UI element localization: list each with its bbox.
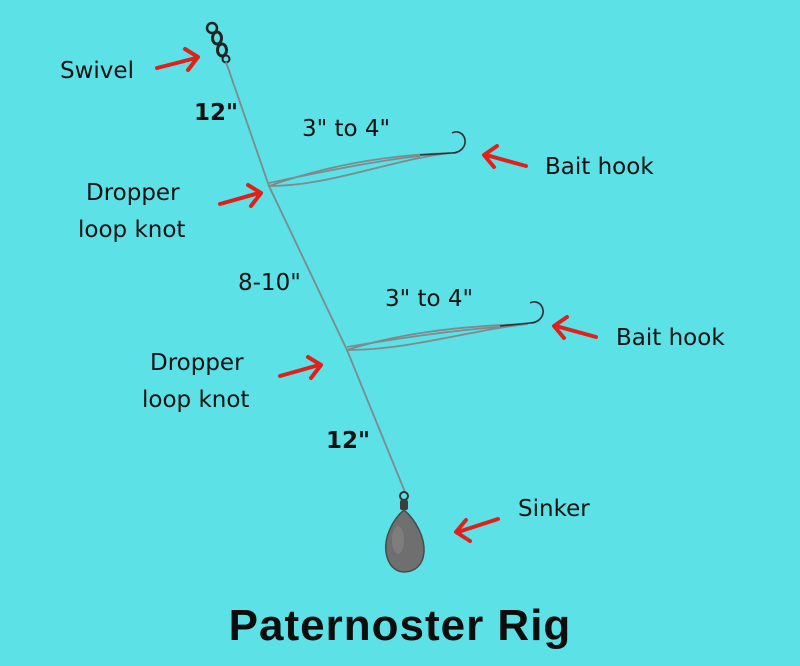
upper-dropper-knot-arrow [218,183,263,208]
swivel-label: Swivel [60,58,134,84]
upper-dropper-knot-label-line2: loop knot [78,217,185,243]
bottom-length-label: 12" [326,428,370,454]
upper-bait-hook-label: Bait hook [545,154,654,180]
upper-dropper-length-label: 3" to 4" [302,116,390,142]
lower-bait-hook-label: Bait hook [616,325,725,351]
sinker-label: Sinker [518,496,590,522]
upper-dropper-loop [268,152,451,187]
sinker-arrow [454,517,500,543]
lower-dropper-knot-label-line1: Dropper [150,350,244,376]
upper-hook-icon [419,131,466,156]
lower-dropper-length-label: 3" to 4" [385,286,473,312]
swivel-icon [205,21,231,64]
sinker-icon [384,491,425,573]
middle-length-label: 8-10" [238,270,301,296]
lower-hook-icon [499,301,544,327]
lower-dropper-knot-label-line2: loop knot [142,387,249,413]
swivel-arrow [155,47,200,72]
upper-dropper-knot-label-line1: Dropper [86,180,180,206]
lower-dropper-loop [346,323,529,351]
diagram-title: Paternoster Rig [229,601,572,650]
lower-bait-hook-arrow [552,315,598,340]
main-line [225,61,406,493]
upper-bait-hook-arrow [482,144,528,169]
lower-dropper-knot-arrow [278,355,323,380]
top-length-label: 12" [194,100,238,126]
